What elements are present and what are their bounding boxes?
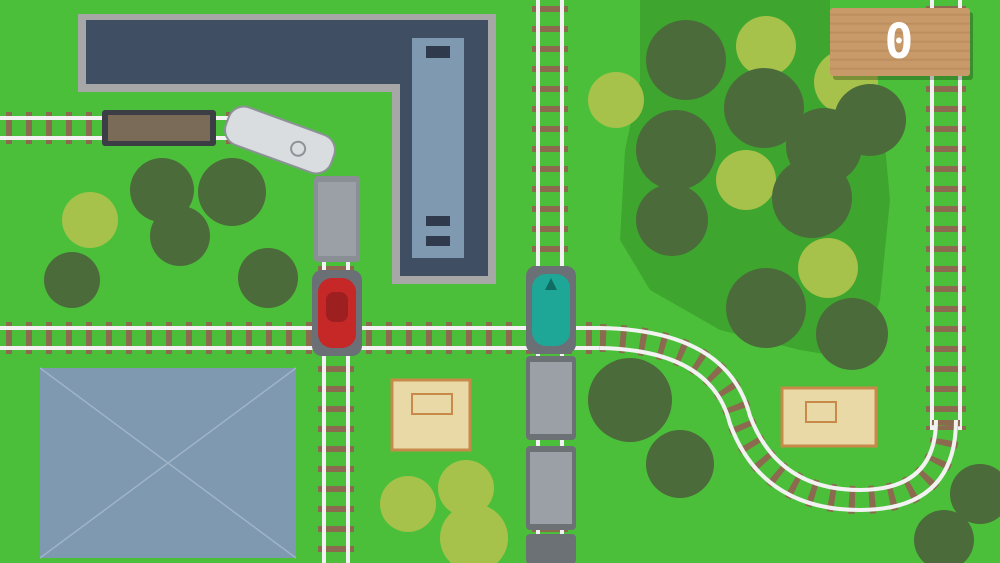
tree (834, 84, 906, 156)
tree (724, 68, 804, 148)
bush (716, 150, 776, 210)
bush (62, 192, 118, 248)
tree (950, 464, 1000, 524)
bush (588, 72, 644, 128)
coal-wagon[interactable] (102, 110, 216, 146)
track-horizontal-main (0, 322, 600, 354)
gray-wagon-center-1[interactable] (526, 356, 576, 440)
tree (772, 158, 852, 238)
tree (44, 252, 100, 308)
tree (588, 358, 672, 442)
tree (914, 510, 974, 563)
tree (816, 298, 888, 370)
tree (150, 206, 210, 266)
tree (646, 20, 726, 100)
tree (636, 184, 708, 256)
gray-wagon-left[interactable] (314, 176, 360, 262)
score-board: 0 (830, 8, 970, 76)
gray-wagon-center-2[interactable] (526, 446, 576, 530)
bush (380, 476, 436, 532)
tree (238, 248, 298, 308)
red-locomotive[interactable] (312, 270, 362, 356)
bush (798, 238, 858, 298)
bush (438, 460, 494, 516)
tree (636, 110, 716, 190)
tree (130, 158, 194, 222)
crate-left (390, 378, 472, 452)
score-value: 0 (884, 14, 916, 70)
tree (646, 430, 714, 498)
teal-locomotive[interactable] (526, 266, 576, 354)
station-building (78, 14, 496, 284)
tree (198, 158, 266, 226)
derailed-white-tanker[interactable] (221, 102, 340, 178)
crate-right (780, 386, 878, 448)
gray-wagon-center-3[interactable] (526, 534, 576, 563)
track-curve-loop (599, 324, 960, 515)
warehouse (39, 367, 297, 559)
bush (440, 504, 508, 563)
tree (726, 268, 806, 348)
bush (736, 16, 796, 76)
